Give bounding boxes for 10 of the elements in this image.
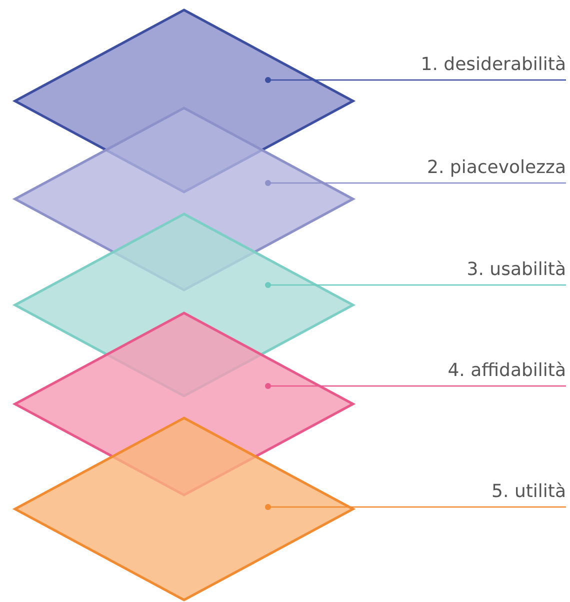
- layer-label: 5. utilità: [492, 481, 566, 503]
- leader-line: [265, 383, 566, 389]
- layer-label: 3. usabilità: [466, 259, 566, 281]
- layer-label: 2. piacevolezza: [427, 157, 566, 179]
- leader-line: [265, 504, 566, 510]
- leader-line: [265, 77, 566, 83]
- leader-line: [265, 180, 566, 186]
- leader-line: [265, 282, 566, 288]
- layer-label: 4. affidabilità: [448, 360, 566, 382]
- layer-label: 1. desiderabilità: [420, 54, 566, 76]
